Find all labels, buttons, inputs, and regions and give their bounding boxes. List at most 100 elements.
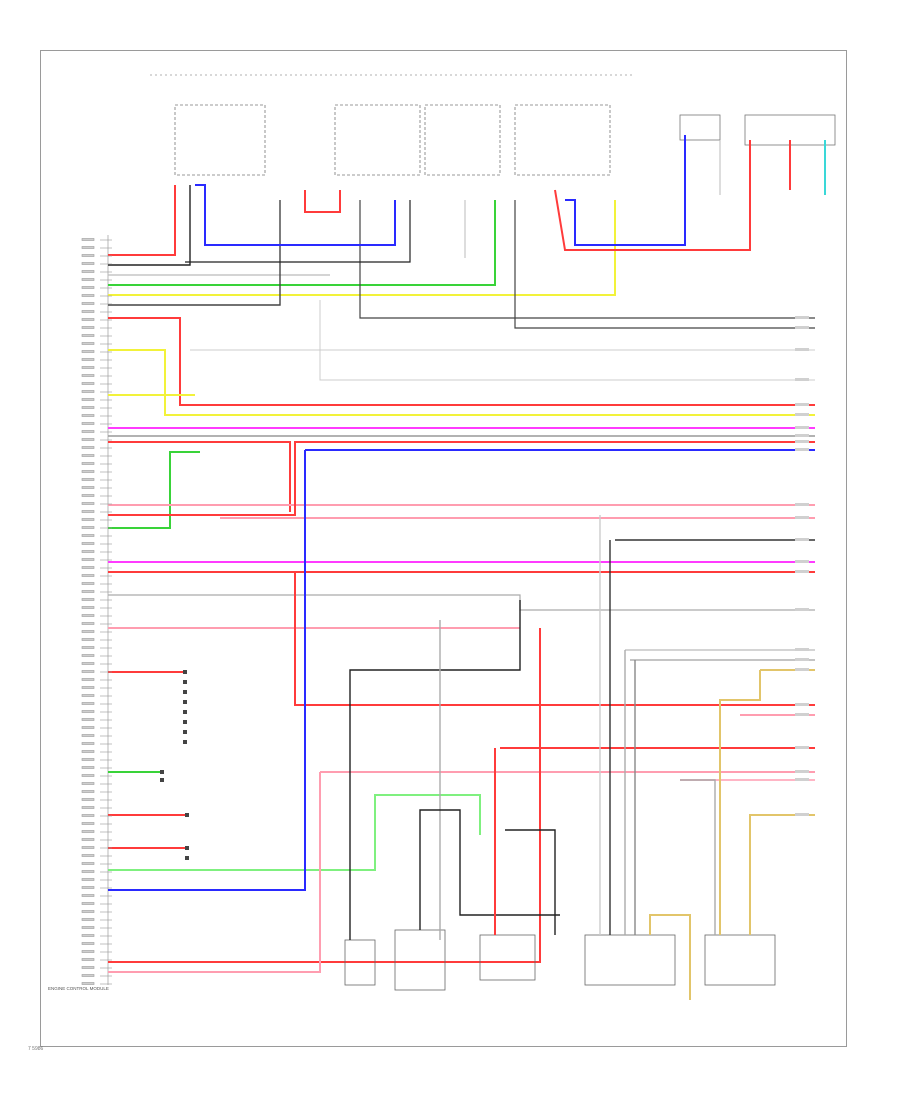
wire-light-green [108, 794, 481, 871]
pin-label-mark [81, 254, 95, 257]
pin-label-mark [81, 406, 95, 409]
wire-yellow-2 [108, 349, 815, 416]
pin-label-mark [81, 654, 95, 657]
pin-label-mark [81, 974, 95, 977]
wire-green-1 [108, 200, 496, 286]
pin-label-mark [81, 414, 95, 417]
pin-label-mark [81, 270, 95, 273]
pin-label-mark [81, 710, 95, 713]
pin-label-mark [81, 238, 95, 241]
connector-block [183, 700, 187, 704]
pin-label-mark [81, 438, 95, 441]
wire-end-label [795, 813, 809, 816]
pin-label-mark [81, 814, 95, 817]
pin-label-mark [81, 582, 95, 585]
wire-end-label [795, 746, 809, 749]
pin-label-mark [81, 822, 95, 825]
pin-label-mark [81, 534, 95, 537]
connector-block [183, 670, 187, 674]
wire-red-4 [108, 441, 815, 516]
bottom-vertical-wires [349, 515, 761, 1000]
pin-label-mark [81, 782, 95, 785]
pin-label-mark [81, 670, 95, 673]
wire-end-label [795, 703, 809, 706]
wire-end-label [795, 570, 809, 573]
pin-label-mark [81, 918, 95, 921]
pin-label-mark [81, 598, 95, 601]
wire-end-label [795, 658, 809, 661]
pin-label-mark [81, 942, 95, 945]
pin-label-mark [81, 830, 95, 833]
pin-label-mark [81, 446, 95, 449]
pin-label-mark [81, 590, 95, 593]
pin-label-mark [81, 462, 95, 465]
wire-end-label [795, 440, 809, 443]
pin-label-mark [81, 806, 95, 809]
pin-label-mark [81, 454, 95, 457]
pin-label-mark [81, 846, 95, 849]
pin-label-mark [81, 382, 95, 385]
mass-air-flow [704, 934, 776, 986]
pin-label-mark [81, 926, 95, 929]
wire-end-label [795, 403, 809, 406]
pin-label-mark [81, 326, 95, 329]
wire-end-label [795, 413, 809, 416]
pin-label-mark [81, 734, 95, 737]
wire-black-3 [359, 200, 815, 319]
wire-end-label [795, 608, 809, 611]
pin-label-mark [81, 342, 95, 345]
pin-label-mark [81, 638, 95, 641]
wire-gray-3 [319, 300, 815, 381]
wire-end-label [795, 516, 809, 519]
pin-label-mark [81, 934, 95, 937]
wire-end-label [795, 378, 809, 381]
wire-pink-7 [108, 772, 321, 973]
pin-label-mark [81, 526, 95, 529]
wire-end-label [795, 713, 809, 716]
pin-label-mark [81, 758, 95, 761]
wire-end-label [795, 778, 809, 781]
pin-label-mark [81, 750, 95, 753]
pin-label-mark [81, 502, 95, 505]
pin-label-mark [81, 622, 95, 625]
pin-label-mark [81, 334, 95, 337]
wire-end-label [795, 316, 809, 319]
wire-end-label [795, 538, 809, 541]
pin-label-mark [81, 550, 95, 553]
pin-labels [795, 316, 809, 816]
wire-yellow-1 [108, 200, 616, 296]
wire-end-label [795, 503, 809, 506]
pin-label-mark [81, 470, 95, 473]
pin-label-mark [81, 310, 95, 313]
pin-label-mark [81, 262, 95, 265]
footer-code: 7 5986 [28, 1046, 44, 1052]
pin-label-mark [81, 982, 95, 985]
pin-label-mark [81, 350, 95, 353]
pin-label-mark [81, 902, 95, 905]
pin-label-mark [81, 318, 95, 321]
wire-end-label [795, 326, 809, 329]
wire-red-3 [108, 441, 291, 512]
connector-blocks [160, 670, 189, 860]
pin-label-mark [81, 302, 95, 305]
wire-end-label [795, 348, 809, 351]
wire-end-label [795, 770, 809, 773]
park-neutral-switch [344, 939, 376, 986]
pin-label-mark [81, 614, 95, 617]
wire-red-2 [108, 317, 815, 406]
pin-label-mark [81, 958, 95, 961]
pin-label-mark [81, 398, 95, 401]
wire-runs [108, 185, 815, 973]
wire-end-label [795, 434, 809, 437]
pin-label-mark [81, 390, 95, 393]
pin-label-mark [81, 606, 95, 609]
pin-label-mark [81, 566, 95, 569]
pin-label-mark [81, 870, 95, 873]
pin-label-mark [81, 678, 95, 681]
throttle-actuator [394, 929, 446, 991]
connector-block [160, 778, 164, 782]
wire-gray-5 [108, 594, 815, 611]
pin-label-mark [81, 790, 95, 793]
pin-label-mark [81, 878, 95, 881]
